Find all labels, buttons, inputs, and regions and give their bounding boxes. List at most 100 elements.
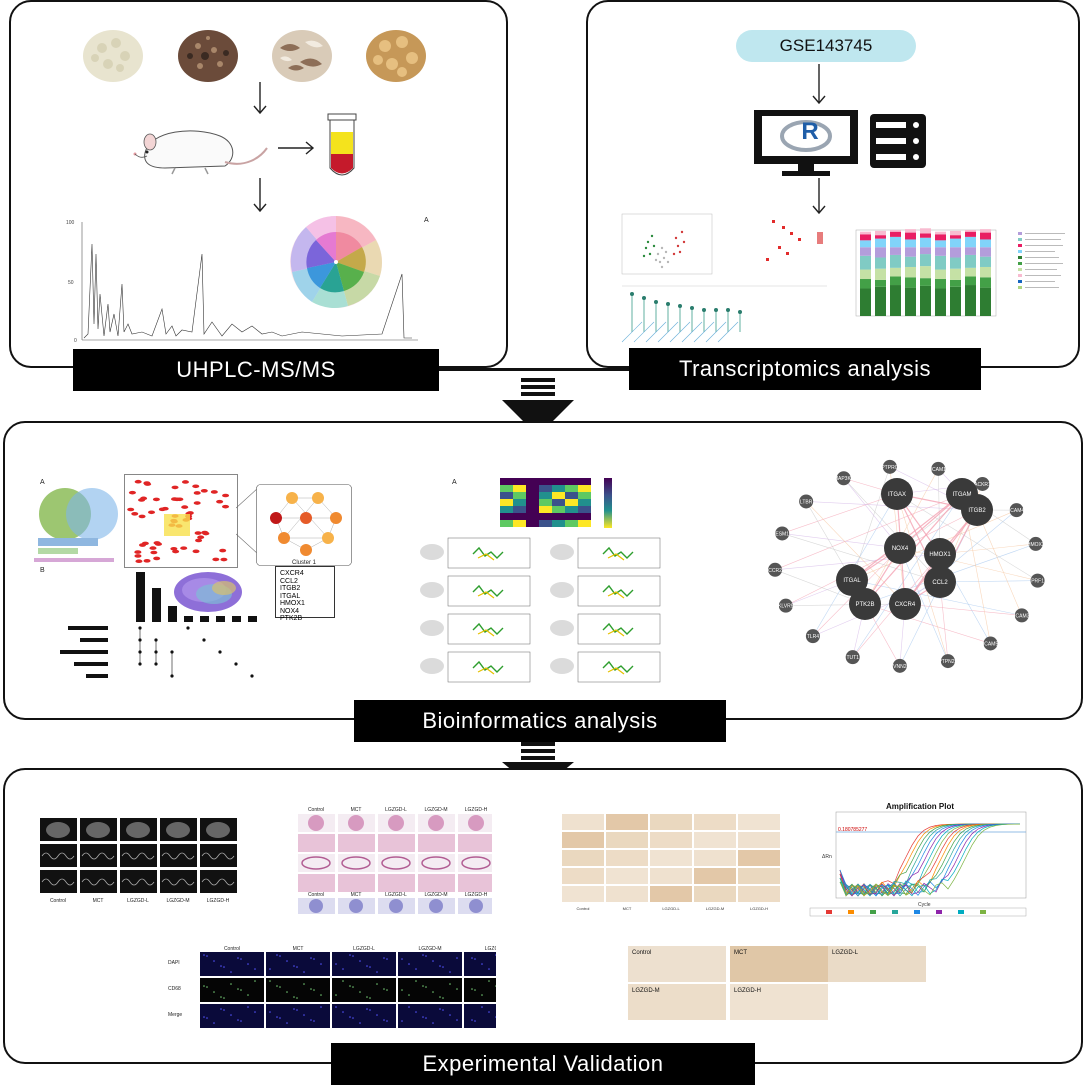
if-dot [220,965,222,967]
ppi-node [170,546,178,551]
he-cell [458,834,492,852]
if-dot [335,963,337,965]
stack-segment [875,268,886,280]
heatmap-cell [500,492,513,499]
stack-segment [965,231,976,237]
outer-gene-label: MAP3K4 [834,476,854,482]
heatmap-cell [539,506,552,513]
stack-segment [875,235,886,239]
stack-segment [890,247,901,255]
masson-ring [389,899,403,913]
if-dot [383,1019,385,1021]
ligand-yellow [477,629,495,637]
if-dot [220,1008,222,1010]
ihc2-label: MCT [734,950,747,956]
if-dot [320,963,322,965]
stack-segment [950,257,961,269]
if-dot [474,989,476,991]
outer-gene-node [1028,536,1043,551]
if-dot [303,1014,305,1016]
stack-segment [920,247,931,255]
stack-segment [950,268,961,280]
if-dot [481,1006,483,1008]
ihc2-label: LGZGD-M [632,988,660,994]
if-group-label: LGZGD-H [485,946,496,952]
ppi-node [173,497,181,502]
upset-plot: B [40,567,257,678]
stack-segment [905,232,916,240]
if-dot [240,989,242,991]
stack-segment [935,240,946,248]
protein-blob [420,582,444,598]
stack-segment [935,279,946,289]
stack-segment [950,279,961,287]
if-dot [279,955,281,957]
heatmap-cell [526,492,539,499]
flow-arrows-transcriptomics [812,64,826,215]
network-edge [896,493,1038,581]
network-edge [939,580,1038,583]
ppi-node [150,550,158,555]
protein-blob [550,582,574,598]
heatmap-cell [513,513,526,520]
if-dot [247,994,249,996]
heatmap-cell [513,492,526,499]
if-dot [254,980,256,982]
legend-swatch [980,910,986,914]
if-cell [464,952,496,976]
ihc-cell [562,886,604,902]
mouse-illustration [133,130,268,175]
ihc-group-label: LGZGD-L [662,906,680,911]
ppi-node [135,559,143,564]
ligand-yellow [607,591,625,599]
if-row-label: DAPI [168,960,180,966]
echo-group-label: LGZGD-H [207,898,230,904]
if-dot [286,1022,288,1024]
heatmap-cell [552,478,565,485]
if-dot [408,1006,410,1008]
label-validation: Experimental Validation [331,1043,755,1085]
amplification-curve [839,823,1021,897]
if-dot [401,989,403,991]
masson-ring [349,899,363,913]
center-gene-node [961,494,993,526]
if-dot [296,966,298,968]
connector-line [439,368,629,371]
heatmap-cell [526,520,539,527]
ppi-node [131,512,139,516]
ihc-cell [694,832,736,848]
network-edge [785,603,906,606]
ihc-cell [606,886,648,902]
if-cell [266,952,330,976]
if-dot [481,994,483,996]
if-dot [415,980,417,982]
sunburst-chart: A [290,215,429,308]
if-group-label: LGZGD-M [418,946,441,952]
he-cell [338,874,375,892]
if-dot [349,954,351,956]
stack-segment [890,267,901,277]
if-dot [303,983,305,985]
panel-letter-a3: A [452,479,457,486]
if-dot [237,957,239,959]
if-dot [310,957,312,959]
if-dot [449,1014,451,1016]
if-dot [352,1017,354,1019]
outer-gene-node [931,461,946,476]
ihc2-cell [730,946,828,982]
he-ring [428,815,444,831]
if-dot [352,955,354,957]
if-dot [471,1019,473,1021]
if-dot [276,985,278,987]
he-group-label-2: MCT [351,892,362,898]
if-dot [439,1008,441,1010]
if-dot [213,991,215,993]
stack-segment [860,247,871,256]
network-edge [864,603,991,644]
stack-segment [875,279,886,287]
stack-segment [965,247,976,255]
heatmap-cell [565,485,578,492]
stack-segment [980,247,991,257]
r-logo-letter: R [801,118,819,145]
